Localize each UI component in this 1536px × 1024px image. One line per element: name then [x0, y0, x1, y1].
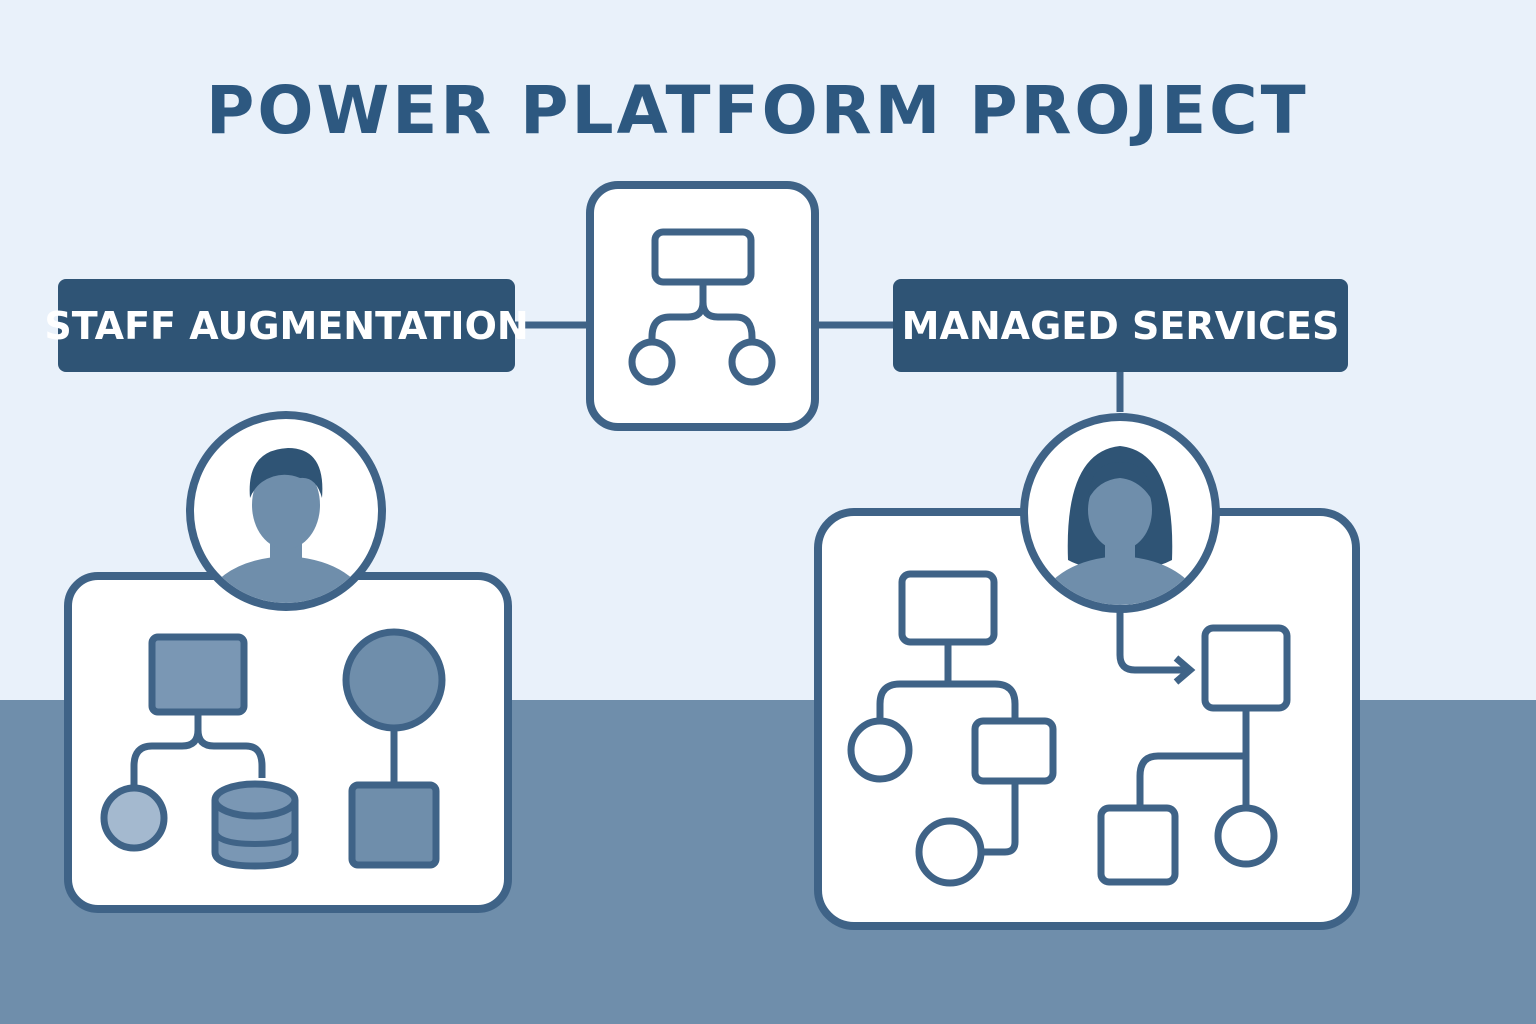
managed-services-text: MANAGED SERVICES [901, 303, 1340, 348]
flow-right-branches [1136, 708, 1250, 808]
flow-circle-node-2 [915, 817, 985, 887]
flow-link-down [980, 781, 1019, 856]
left-square-node [148, 633, 248, 716]
flow-circle-node-1 [847, 717, 913, 783]
flow-bottom-square-node [1097, 804, 1179, 886]
arrow-head-icon [1173, 655, 1196, 685]
left-bottom-square-node [348, 781, 440, 869]
staff-augmentation-text: STAFF AUGMENTATION [44, 303, 529, 348]
diagram-shapes-icon [64, 572, 512, 913]
flow-arrow [1116, 612, 1186, 674]
left-large-circle-node [342, 628, 446, 732]
database-icon [211, 780, 299, 870]
hub-branches [648, 282, 756, 343]
hub-node-right [728, 338, 776, 386]
managed-services-label: MANAGED SERVICES [893, 279, 1348, 372]
connectors [512, 321, 1124, 412]
flow-circle-node-3 [1214, 804, 1278, 868]
left-light-circle-node [100, 784, 168, 852]
left-branches [130, 712, 266, 790]
page-title: POWER PLATFORM PROJECT [206, 72, 1309, 149]
flow-branches-left [876, 642, 1019, 722]
hub-node-left [628, 338, 676, 386]
staff-augmentation-label: STAFF AUGMENTATION [44, 279, 529, 372]
org-chart-icon [586, 181, 819, 431]
man-avatar-icon [186, 411, 386, 611]
